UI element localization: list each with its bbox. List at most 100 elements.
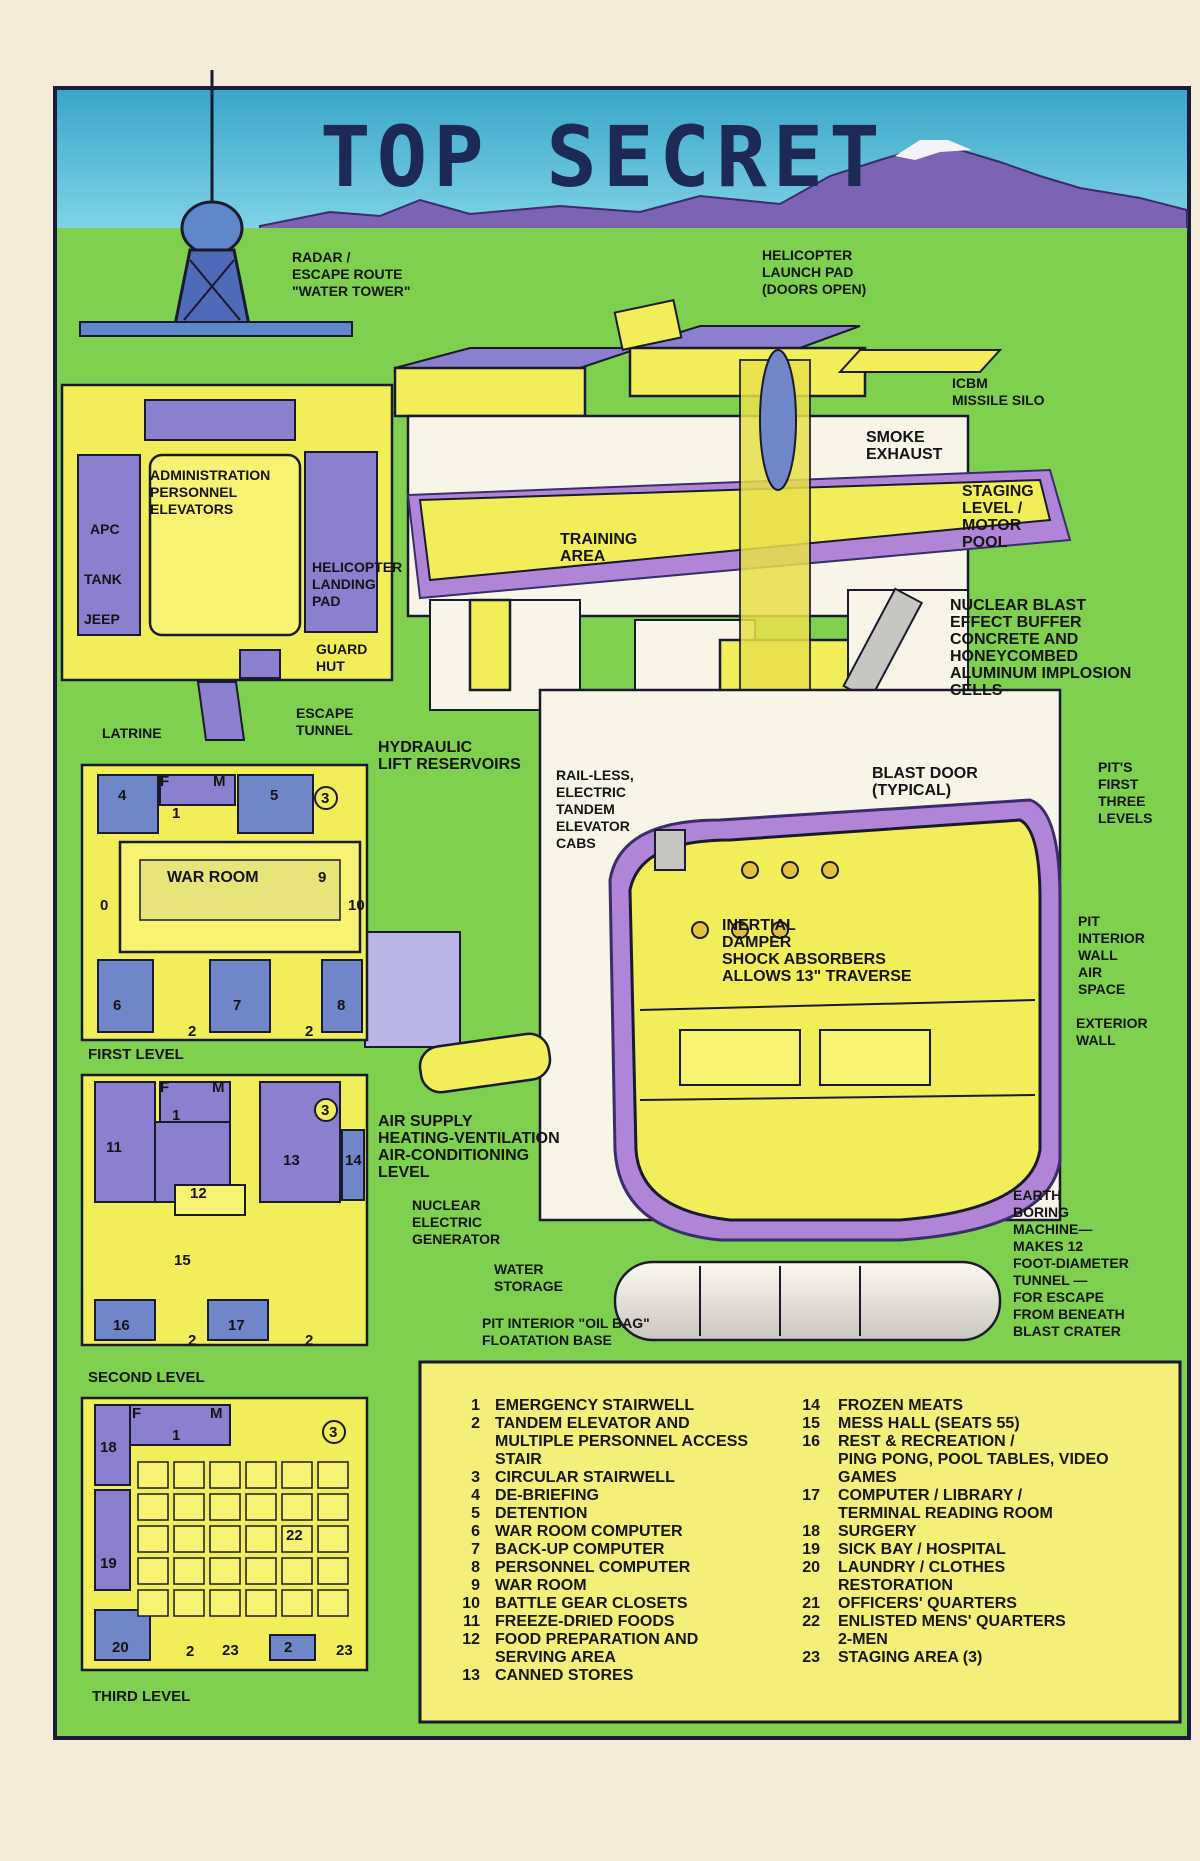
first-level-room-r10b: 10 — [348, 897, 365, 914]
first-level-room-r10a: 0 — [100, 897, 108, 914]
legend-entry-5: DETENTION — [495, 1505, 587, 1522]
legend-entry-15: MESS HALL (SEATS 55) — [838, 1415, 1020, 1432]
quarters-cell — [317, 1589, 349, 1617]
legend-entry-17: COMPUTER / LIBRARY /TERMINAL READING ROO… — [838, 1487, 1053, 1522]
second-level-room-f: F — [160, 1079, 169, 1096]
first-level-room-r5: 5 — [270, 787, 278, 804]
war-room-label: WAR ROOM — [167, 869, 259, 886]
legend-box — [418, 1360, 1182, 1724]
quarters-cell — [209, 1589, 241, 1617]
legend-number-21: 21 — [802, 1595, 820, 1612]
second-level-room-r15: 15 — [174, 1252, 191, 1269]
quarters-cell — [245, 1493, 277, 1521]
second-level-room-r2a: 2 — [188, 1332, 196, 1349]
second-level-room-r17: 17 — [228, 1317, 245, 1334]
quarters-cell — [173, 1589, 205, 1617]
legend-number-3: 3 — [471, 1469, 480, 1486]
callout-latrine: LATRINE — [102, 725, 162, 741]
surface-buildings — [393, 298, 1003, 418]
legend-entry-18: SURGERY — [838, 1523, 917, 1540]
first-level-room-r4: 4 — [118, 787, 127, 804]
legend-number-6: 6 — [471, 1523, 480, 1540]
second-level-room-r3: 3 — [321, 1102, 329, 1119]
quarters-cell — [281, 1589, 313, 1617]
radar-water-tower — [79, 70, 353, 337]
legend-entry-10: BATTLE GEAR CLOSETS — [495, 1595, 688, 1612]
legend-number-15: 15 — [802, 1415, 820, 1432]
second-level-room-r11: 11 — [106, 1139, 122, 1156]
second-level-room-m: M — [212, 1079, 225, 1096]
quarters-cell — [281, 1557, 313, 1585]
quarters-cell — [245, 1461, 277, 1489]
first-level-room-m: M — [213, 773, 226, 790]
surface-compound — [60, 383, 394, 741]
legend-entry-4: DE-BRIEFING — [495, 1487, 599, 1504]
first-level-room-r7: 7 — [233, 997, 241, 1014]
quarters-cell — [209, 1525, 241, 1553]
legend-number-10: 10 — [462, 1595, 480, 1612]
first-level-room-r6: 6 — [113, 997, 121, 1014]
third-level-room-r2a: 2 — [186, 1643, 194, 1660]
quarters-cell — [317, 1525, 349, 1553]
legend-number-22: 22 — [802, 1613, 820, 1630]
third-level-room-m: M — [210, 1405, 223, 1422]
legend-entry-7: BACK-UP COMPUTER — [495, 1541, 665, 1558]
third-level-room-r23a: 23 — [222, 1642, 239, 1659]
quarters-cell — [209, 1557, 241, 1585]
quarters-cell — [245, 1525, 277, 1553]
quarters-cell — [173, 1557, 205, 1585]
main-pit — [538, 688, 1062, 1242]
legend-number-8: 8 — [471, 1559, 480, 1576]
quarters-cell — [137, 1589, 169, 1617]
legend-entry-11: FREEZE-DRIED FOODS — [495, 1613, 675, 1630]
legend-number-7: 7 — [471, 1541, 480, 1558]
quarters-cell — [317, 1461, 349, 1489]
third-level-plan — [80, 1396, 369, 1672]
legend-number-9: 9 — [471, 1577, 480, 1594]
legend-entry-3: CIRCULAR STAIRWELL — [495, 1469, 675, 1486]
quarters-cell — [137, 1525, 169, 1553]
legend-number-17: 17 — [802, 1487, 820, 1504]
legend-entry-19: SICK BAY / HOSPITAL — [838, 1541, 1006, 1558]
legend-number-14: 14 — [802, 1397, 820, 1414]
legend-number-11: 11 — [463, 1613, 480, 1630]
legend-number-23: 23 — [802, 1649, 820, 1666]
first-level-label: FIRST LEVEL — [88, 1046, 184, 1063]
quarters-cell — [173, 1525, 205, 1553]
legend-entry-21: OFFICERS' QUARTERS — [838, 1595, 1017, 1612]
legend-entry-9: WAR ROOM — [495, 1577, 587, 1594]
snow-cap — [895, 140, 972, 160]
legend-number-5: 5 — [471, 1505, 480, 1522]
third-level-room-f: F — [132, 1405, 141, 1422]
legend-number-20: 20 — [802, 1559, 820, 1576]
second-level-room-r13: 13 — [283, 1152, 300, 1169]
floatation-base — [613, 1260, 1002, 1342]
callout-oil-bag: PIT INTERIOR "OIL BAG"FLOATATION BASE — [482, 1315, 650, 1348]
first-level-room-r8: 8 — [337, 997, 345, 1014]
quarters-cell — [173, 1461, 205, 1489]
callout-tank: TANK — [84, 571, 122, 587]
legend-entry-14: FROZEN MEATS — [838, 1397, 963, 1414]
second-level-plan — [80, 1073, 369, 1347]
legend-entry-23: STAGING AREA (3) — [838, 1649, 982, 1666]
quarters-cell — [317, 1493, 349, 1521]
legend-number-19: 19 — [802, 1541, 820, 1558]
first-level-room-r1: 1 — [172, 805, 180, 822]
legend-number-2: 2 — [471, 1415, 480, 1432]
third-level-room-r1: 1 — [172, 1427, 180, 1444]
